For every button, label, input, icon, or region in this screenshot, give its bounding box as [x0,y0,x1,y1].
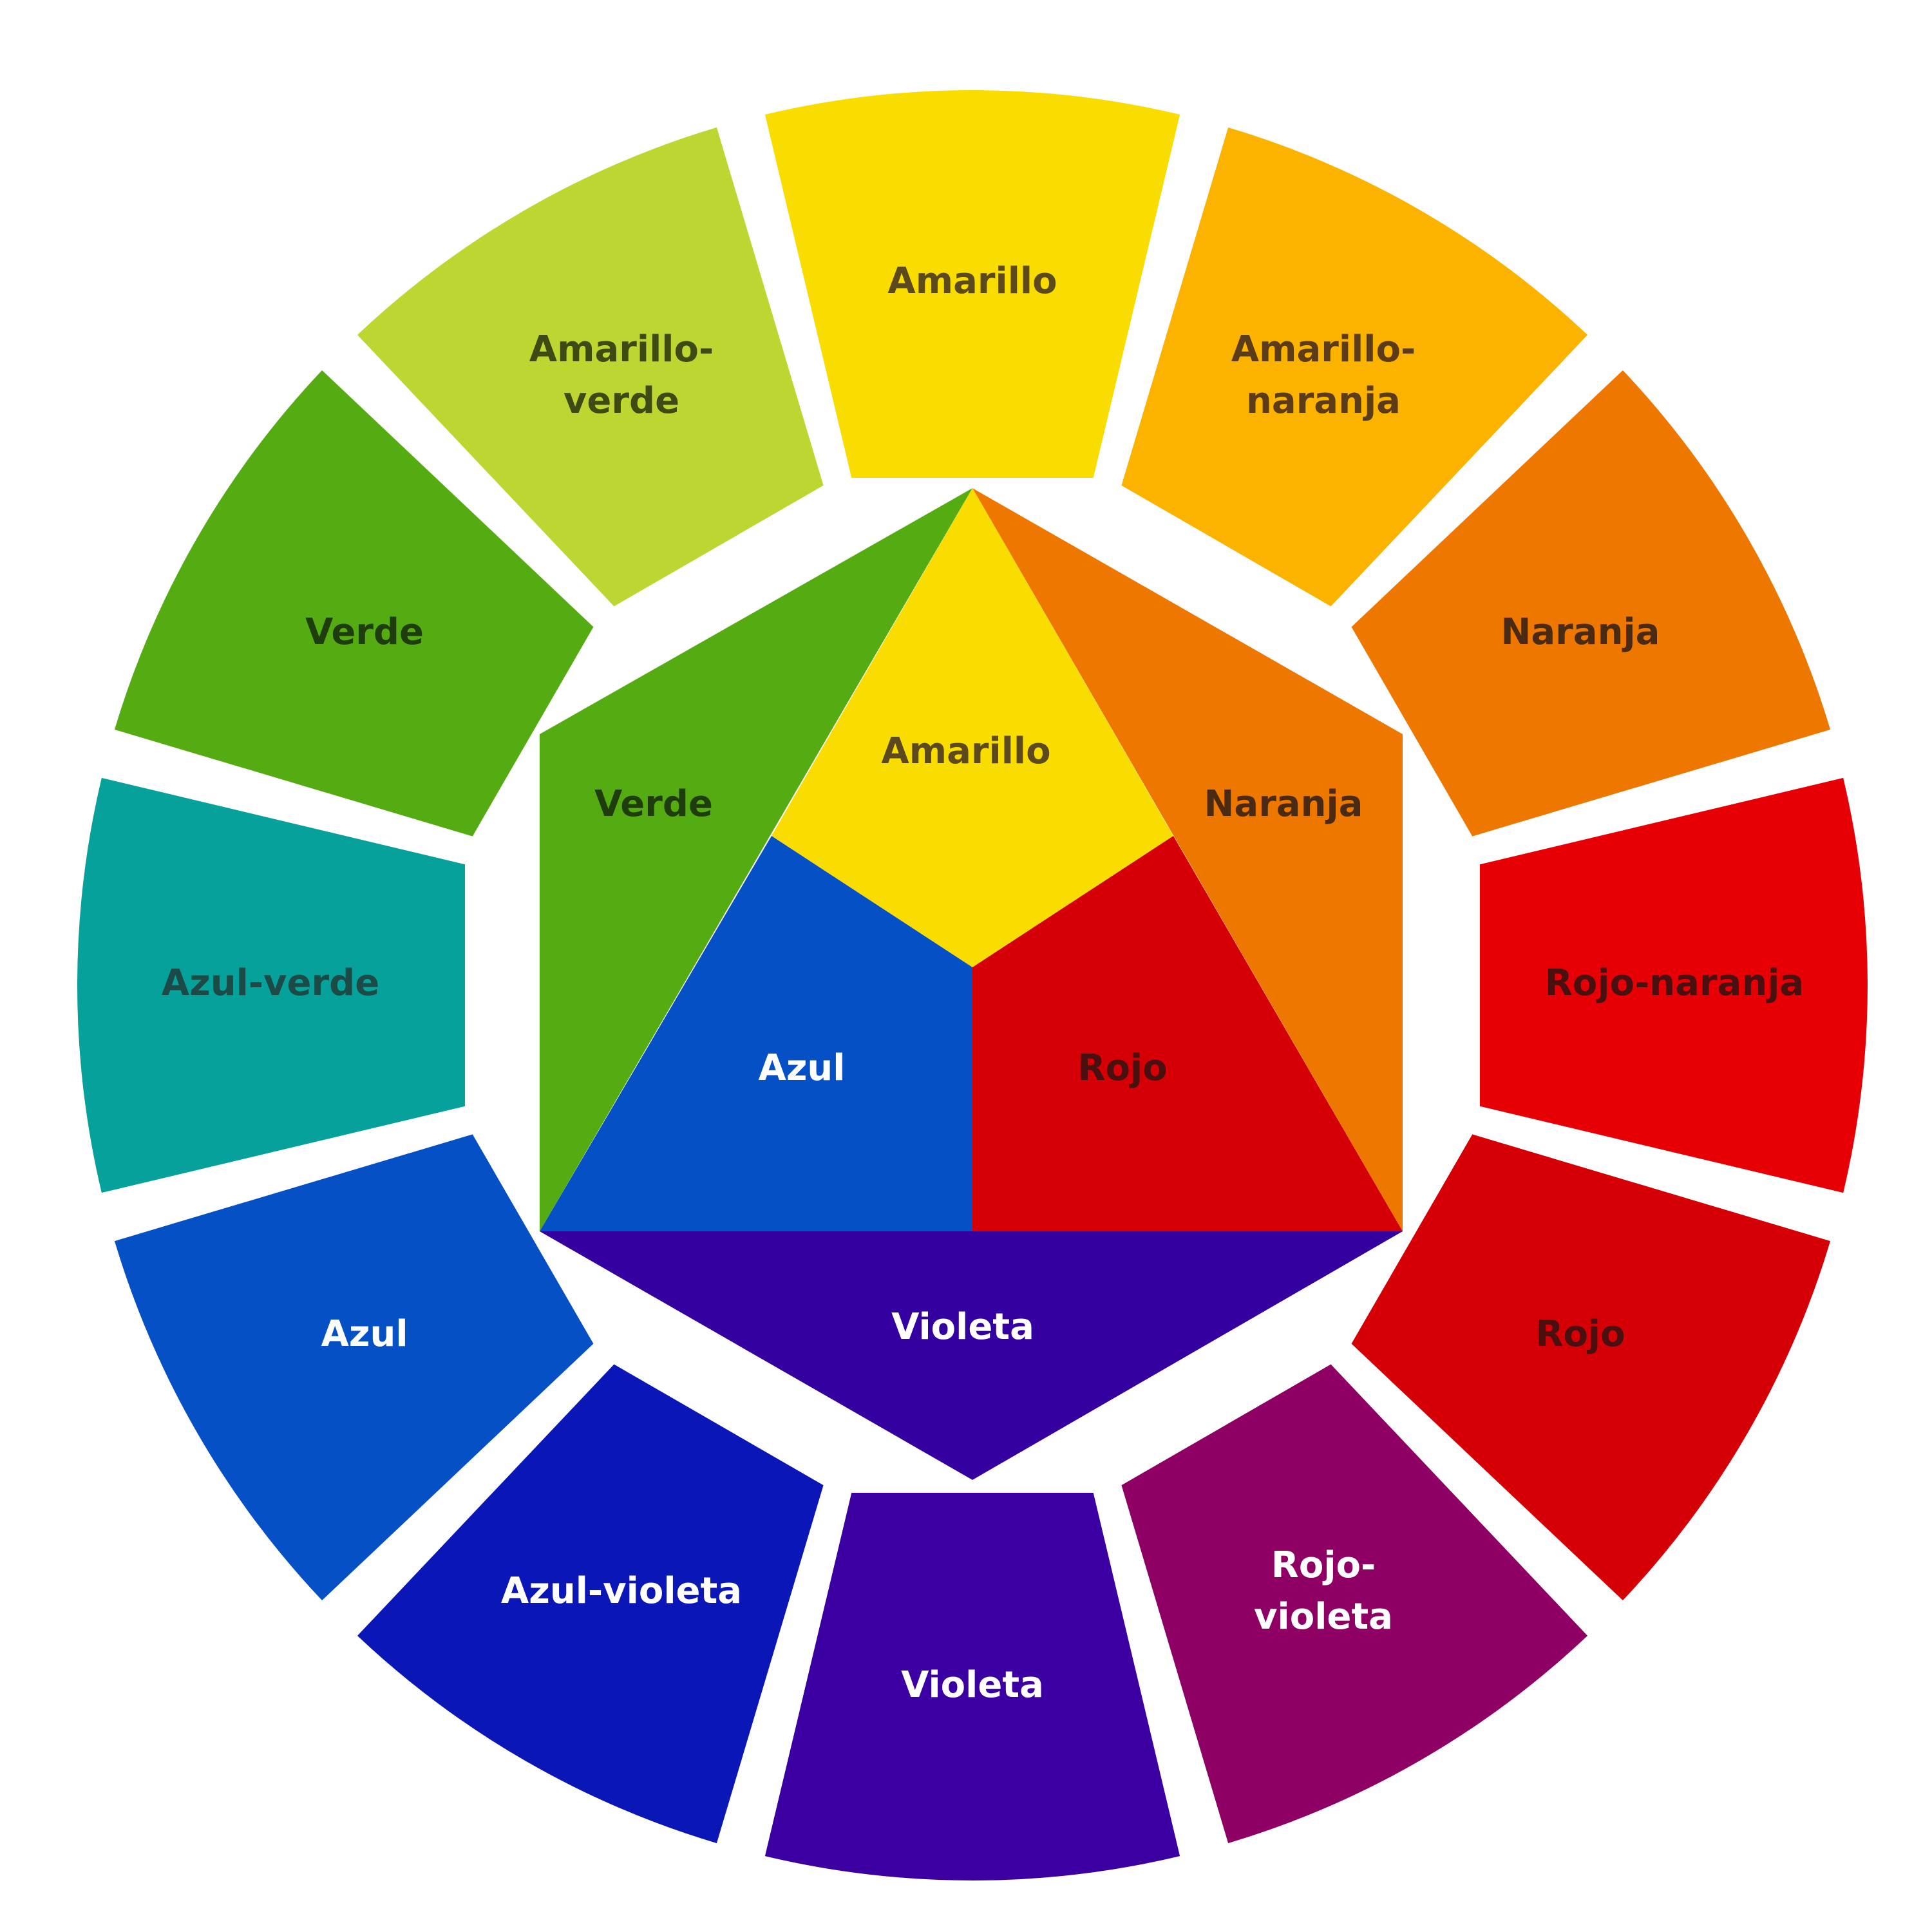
outer-ring: AmarilloAmarillo-naranjaNaranjaRojo-nara… [77,90,1868,1880]
ring-label-rojo-violeta: Rojo-violeta [1254,1544,1393,1638]
ring-label-line: Azul-violeta [501,1570,742,1612]
ring-label-line: Violeta [901,1664,1044,1706]
ring-label-amarillo-naranja: Amarillo-naranja [1231,328,1416,422]
ring-label-azul: Azul [321,1313,408,1355]
ring-label-line: Naranja [1501,611,1660,653]
ring-label-line: Azul [321,1313,408,1355]
ring-label-line: Amarillo [887,260,1057,302]
ring-segment-rojo [1351,1134,1831,1601]
core-violeta-segment [540,1231,1403,1480]
ring-label-line: verde [564,380,679,422]
ring-label-line: Verde [305,611,424,653]
ring-label-line: Amarillo- [1231,328,1416,370]
ring-segment-azul [114,1134,594,1601]
inner-hexagon: Amarillo Verde Naranja Azul Rojo Violeta [540,488,1403,1480]
ring-label-verde: Verde [305,611,424,653]
ring-label-line: Rojo [1535,1313,1625,1355]
core-naranja-segment [972,488,1403,1231]
ring-segment-violeta [764,1492,1180,1880]
ring-segment-rojo-violeta [1121,1364,1588,1844]
ring-label-amarillo: Amarillo [887,260,1057,302]
ring-label-line: Rojo- [1271,1544,1376,1586]
ring-segment-rojo-naranja [1479,777,1868,1193]
ring-label-line: Azul-verde [162,962,379,1004]
core-rojo-segment [972,836,1403,1231]
ring-segment-amarillo-naranja [1121,127,1588,607]
ring-label-rojo: Rojo [1535,1313,1625,1355]
ring-label-violeta: Violeta [901,1664,1044,1706]
ring-segment-azul-violeta [357,1364,824,1844]
ring-label-naranja: Naranja [1501,611,1660,653]
ring-label-azul-violeta: Azul-violeta [501,1570,742,1612]
ring-label-line: Rojo-naranja [1545,962,1804,1004]
ring-label-amarillo-verde: Amarillo-verde [529,328,714,422]
ring-segment-amarillo-verde [357,127,824,607]
ring-segment-naranja [1351,370,1831,837]
core-label-rojo: Rojo [1077,1047,1167,1089]
ring-label-line: Amarillo- [529,328,714,370]
core-label-violeta: Violeta [891,1306,1034,1348]
core-label-naranja: Naranja [1204,783,1363,825]
core-verde-segment [540,488,972,1231]
ring-segment-verde [114,370,594,837]
ring-label-azul-verde: Azul-verde [162,962,379,1004]
core-amarillo-segment [772,488,1173,967]
ring-label-line: naranja [1246,380,1401,422]
ring-label-rojo-naranja: Rojo-naranja [1545,962,1804,1004]
core-label-amarillo: Amarillo [881,730,1050,772]
core-azul-segment [540,836,972,1231]
core-label-verde: Verde [594,783,713,825]
ring-segment-azul-verde [77,777,466,1193]
ring-segment-amarillo [764,90,1180,478]
ring-label-line: violeta [1254,1596,1393,1638]
core-label-azul: Azul [759,1047,846,1089]
